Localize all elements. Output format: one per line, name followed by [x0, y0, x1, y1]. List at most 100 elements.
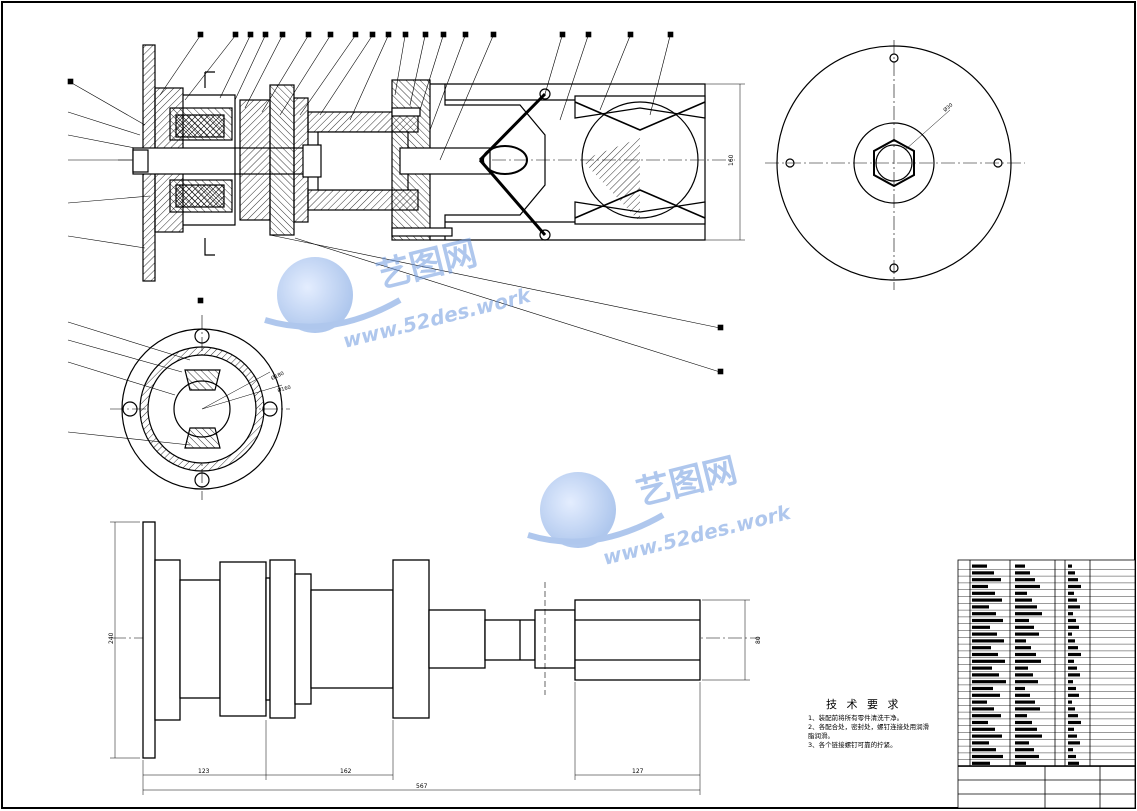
parts-list-cell-mark: [1015, 598, 1032, 602]
parts-list-cell-mark: [1015, 646, 1031, 650]
parts-list-cell-mark: [972, 659, 1005, 663]
parts-list-cell-mark: [972, 727, 995, 731]
outline-view: [112, 521, 760, 759]
parts-list-cell-mark: [972, 707, 994, 711]
parts-list-cell-mark: [972, 680, 1006, 684]
parts-list-cell-mark: [1015, 618, 1029, 623]
parts-list-cell-mark: [972, 761, 990, 765]
parts-list-cell-mark: [1015, 754, 1039, 759]
part-callouts-top: [67, 31, 724, 375]
parts-list-cell-mark: [1068, 666, 1077, 670]
parts-list-cell-mark: [1015, 748, 1034, 752]
parts-list-cell-mark: [972, 714, 1001, 718]
parts-list-cell-mark: [1015, 612, 1042, 616]
parts-list-cell-mark: [1015, 673, 1033, 677]
parts-list-cell-mark: [1015, 652, 1036, 657]
technical-requirement-3: 3、各个链接螺钉可靠的拧紧。: [808, 741, 897, 749]
parts-list-cell-mark: [1015, 571, 1030, 575]
parts-list-cell-mark: [1068, 625, 1079, 629]
parts-list-cell-mark: [1015, 727, 1037, 731]
technical-requirement-2-cont: 脂润滑。: [808, 732, 834, 740]
parts-list-cell-mark: [972, 646, 991, 650]
parts-list-cell-mark: [1068, 741, 1080, 745]
parts-list-cell-mark: [972, 591, 995, 595]
cross-section-view: [110, 315, 290, 500]
parts-list-cell-mark: [1068, 714, 1078, 718]
parts-list-cell-mark: [1015, 666, 1028, 670]
parts-list-cell-mark: [972, 748, 996, 752]
parts-list-cell-mark: [1015, 700, 1035, 704]
dim-height-left: 240: [108, 632, 115, 644]
parts-list-cell-mark: [1068, 578, 1078, 582]
parts-list-cell-mark: [1068, 707, 1075, 711]
watermark-globe-icon: [277, 257, 353, 333]
parts-list-cell-mark: [1015, 680, 1038, 684]
parts-list-cell-mark: [972, 720, 988, 725]
part-callouts-mid: [67, 297, 204, 446]
parts-list-cell-mark: [1068, 680, 1073, 684]
parts-list-cell-mark: [1068, 693, 1079, 697]
parts-list-cell-mark: [1015, 564, 1025, 568]
dim-top-view-height: 160: [728, 154, 735, 166]
parts-list-cell-mark: [1068, 591, 1074, 595]
parts-list-cell-mark: [972, 584, 988, 589]
technical-requirement-1: 1、装配前将所有零件清洗干净。: [808, 714, 904, 722]
dimension-lines: [110, 521, 750, 795]
parts-list-title-block: [957, 559, 1136, 809]
parts-list-cell-mark: [1068, 686, 1076, 691]
parts-list-cell-mark: [1015, 686, 1025, 691]
parts-list-cell-mark: [1015, 734, 1042, 738]
dim-seg-right: 127: [632, 768, 644, 775]
parts-list-cell-mark: [1068, 748, 1073, 752]
parts-list-cell-mark: [1015, 714, 1027, 718]
parts-list-cell-mark: [1068, 700, 1072, 704]
parts-list-cell-mark: [972, 700, 987, 704]
parts-list-cell-mark: [972, 693, 1000, 697]
parts-list-cell-mark: [972, 734, 1002, 738]
parts-list-cell-mark: [1068, 564, 1072, 568]
parts-list-cell-mark: [1068, 584, 1081, 589]
parts-list-cell-mark: [972, 632, 997, 636]
parts-list-cell-mark: [1068, 754, 1076, 759]
dim-overall-length: 567: [416, 783, 428, 790]
parts-list-cell-mark: [1068, 659, 1074, 663]
technical-requirement-2: 2、各配合处，密封处，螺钉连接处用润滑: [808, 723, 930, 731]
parts-list-cell-mark: [1068, 598, 1077, 602]
parts-list-cell-mark: [1015, 741, 1029, 745]
parts-list-cell-mark: [972, 754, 1003, 759]
parts-list-cell-mark: [972, 652, 998, 657]
parts-list-cell-mark: [972, 598, 1002, 602]
parts-list-cell-mark: [972, 605, 989, 609]
parts-list-cell-mark: [972, 666, 992, 670]
parts-list-cell-mark: [1015, 605, 1037, 609]
parts-list-cell-mark: [972, 564, 987, 568]
parts-list-cell-mark: [1015, 578, 1035, 582]
parts-list-cell-mark: [1015, 625, 1034, 629]
parts-list-rows: [958, 564, 1135, 767]
parts-list-cell-mark: [1068, 761, 1079, 765]
dim-circle-dia: Ø30: [942, 102, 954, 114]
watermark-globe-icon: [540, 472, 616, 548]
parts-list-cell-mark: [972, 686, 993, 691]
parts-list-cell-mark: [972, 578, 1001, 582]
parts-list-cell-mark: [972, 639, 1004, 643]
parts-list-cell-mark: [1068, 727, 1074, 731]
parts-list-cell-mark: [1068, 612, 1073, 616]
parts-list-cell-mark: [1068, 639, 1075, 643]
dim-seg-mid: 162: [340, 768, 352, 775]
technical-requirements-title: 技 术 要 求: [826, 698, 902, 711]
parts-list-cell-mark: [1015, 693, 1030, 697]
parts-list-cell-mark: [972, 618, 1003, 623]
parts-list-cell-mark: [1015, 707, 1040, 711]
parts-list-cell-mark: [1015, 639, 1026, 643]
end-view: [765, 40, 1025, 290]
parts-list-cell-mark: [1015, 659, 1041, 663]
parts-list-cell-mark: [972, 612, 996, 616]
parts-list-cell-mark: [1068, 734, 1077, 738]
dim-seg-left: 123: [198, 768, 210, 775]
parts-list-cell-mark: [1068, 571, 1075, 575]
parts-list-cell-mark: [972, 673, 999, 677]
parts-list-cell-mark: [1068, 646, 1078, 650]
parts-list-cell-mark: [1068, 720, 1081, 725]
